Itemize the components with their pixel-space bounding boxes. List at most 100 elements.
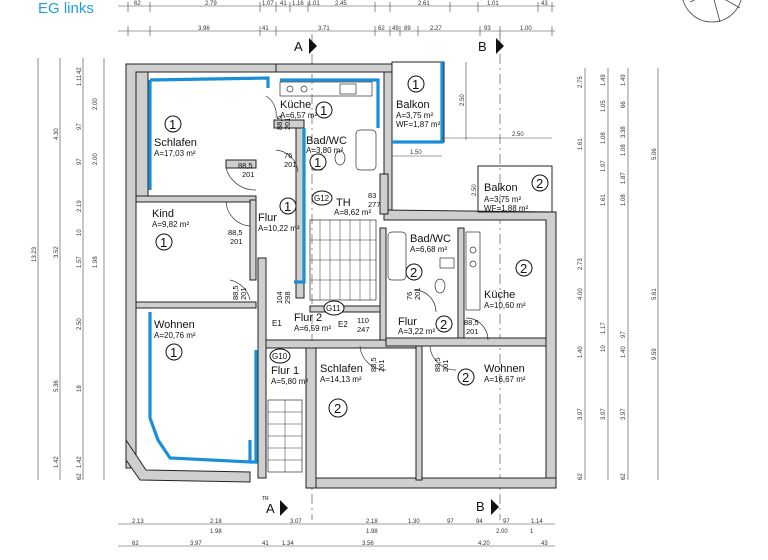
svg-text:3.52: 3.52 — [54, 246, 60, 258]
svg-text:1.97: 1.97 — [601, 160, 607, 172]
svg-text:3.38: 3.38 — [621, 126, 627, 138]
svg-text:A=16,67 m²: A=16,67 m² — [484, 375, 526, 384]
svg-text:3.97: 3.97 — [190, 541, 202, 547]
svg-text:201: 201 — [413, 287, 422, 300]
svg-text:41: 41 — [262, 26, 269, 32]
kitchen-1-counter — [279, 81, 373, 97]
svg-text:62: 62 — [578, 473, 584, 480]
svg-text:1: 1 — [314, 155, 321, 170]
svg-text:3.97: 3.97 — [601, 408, 607, 420]
svg-text:1: 1 — [170, 345, 177, 360]
section-b-bottom: B — [476, 499, 485, 514]
svg-text:Flur: Flur — [258, 212, 277, 224]
svg-text:Kind: Kind — [152, 208, 174, 220]
svg-text:Balkon: Balkon — [396, 99, 430, 111]
bottom-dimension-chain: 2.13 2.18 3.07 2.18 1.30 97 94 97 1.14 1… — [118, 519, 555, 547]
svg-text:1: 1 — [169, 117, 176, 132]
kitchen-2-counter — [465, 231, 481, 311]
svg-text:97: 97 — [621, 331, 627, 338]
svg-text:TR: TR — [262, 496, 269, 502]
svg-text:1.16: 1.16 — [292, 1, 304, 7]
svg-text:2: 2 — [440, 317, 447, 332]
svg-text:1.08: 1.08 — [621, 144, 627, 156]
svg-text:1: 1 — [530, 529, 534, 535]
room-kueche-2: 2 Küche A=10,60 m² — [484, 259, 533, 310]
svg-text:1.07: 1.07 — [262, 1, 274, 7]
svg-text:1.49: 1.49 — [601, 74, 607, 86]
svg-text:G10: G10 — [272, 352, 288, 361]
exterior-walls — [125, 61, 557, 489]
svg-text:76: 76 — [284, 151, 292, 160]
svg-text:2: 2 — [520, 261, 527, 276]
svg-text:1: 1 — [160, 235, 167, 250]
svg-text:1.98: 1.98 — [366, 529, 378, 535]
svg-text:2.50: 2.50 — [512, 132, 524, 138]
svg-text:1.17: 1.17 — [601, 322, 607, 334]
svg-text:G12: G12 — [314, 194, 330, 203]
svg-text:201: 201 — [441, 359, 450, 372]
svg-text:18: 18 — [77, 385, 83, 392]
door-swings — [225, 95, 489, 371]
room-flur-b: Flur A=3,22 m² 2 — [398, 315, 453, 336]
svg-text:A=5,80 m²: A=5,80 m² — [271, 377, 308, 386]
svg-text:Balkon: Balkon — [484, 182, 518, 194]
svg-text:1.57: 1.57 — [77, 256, 83, 268]
svg-text:201: 201 — [466, 327, 479, 336]
svg-text:A=20,76 m²: A=20,76 m² — [154, 331, 196, 340]
svg-text:9.59: 9.59 — [652, 348, 658, 360]
svg-text:2.50: 2.50 — [472, 184, 478, 196]
svg-text:88,5: 88,5 — [228, 228, 243, 237]
svg-text:A=3,80 m²: A=3,80 m² — [306, 146, 343, 155]
svg-text:88,5: 88,5 — [275, 115, 284, 130]
svg-text:1.14: 1.14 — [531, 519, 543, 525]
svg-text:Flur 2: Flur 2 — [294, 312, 322, 324]
right-dimension-chain: 5.06 5.61 9.59 2.75 1.61 2.73 4.00 1.40 … — [578, 68, 659, 480]
svg-text:247: 247 — [357, 325, 370, 334]
svg-text:5.06: 5.06 — [652, 148, 658, 160]
svg-text:3.97: 3.97 — [578, 408, 584, 420]
left-dimension-chain: 13.23 4.30 3.52 5.36 1.42 1.11 2.00 2.00… — [32, 58, 105, 480]
svg-text:Schlafen: Schlafen — [320, 363, 363, 375]
svg-text:1: 1 — [320, 103, 327, 118]
svg-text:49: 49 — [392, 26, 399, 32]
room-wohnen-2: 2 Wohnen A=16,67 m² — [457, 363, 526, 386]
svg-text:41: 41 — [262, 541, 269, 547]
svg-text:1.30: 1.30 — [408, 519, 420, 525]
svg-text:4.30: 4.30 — [54, 128, 60, 140]
svg-text:E1: E1 — [272, 319, 282, 328]
svg-text:97: 97 — [77, 158, 83, 165]
room-th: TH A=8,62 m² — [334, 197, 371, 217]
svg-text:Flur 1: Flur 1 — [271, 365, 299, 377]
room-schlafen-1: 1 Schlafen A=17,03 m² — [154, 115, 197, 158]
svg-text:104: 104 — [275, 291, 284, 304]
bath-2-fixtures — [387, 231, 455, 294]
svg-text:2.73: 2.73 — [578, 258, 584, 270]
svg-text:110: 110 — [357, 316, 369, 325]
svg-text:62: 62 — [378, 26, 385, 32]
svg-text:3.97: 3.97 — [621, 408, 627, 420]
svg-text:76: 76 — [405, 292, 414, 300]
svg-text:A=6,68 m²: A=6,68 m² — [410, 245, 447, 254]
svg-text:1: 1 — [284, 199, 291, 214]
svg-text:201: 201 — [377, 359, 386, 372]
svg-text:Bad/WC: Bad/WC — [306, 135, 347, 147]
svg-text:A=10,22 m²: A=10,22 m² — [258, 224, 300, 233]
svg-text:1.40: 1.40 — [621, 346, 627, 358]
svg-text:Flur: Flur — [398, 316, 417, 328]
svg-text:201: 201 — [239, 287, 248, 300]
svg-text:1.50: 1.50 — [410, 150, 422, 156]
svg-text:2: 2 — [410, 265, 417, 280]
room-badwc-2: Bad/WC A=6,68 m² 2 — [405, 233, 451, 281]
svg-text:E2: E2 — [338, 320, 348, 329]
svg-text:88,5: 88,5 — [238, 161, 253, 170]
room-badwc-1: Bad/WC A=3,80 m² 1 — [306, 135, 347, 171]
svg-text:1.61: 1.61 — [578, 138, 584, 150]
svg-text:88,5: 88,5 — [231, 285, 240, 300]
svg-text:2: 2 — [334, 401, 341, 416]
svg-text:1.05: 1.05 — [601, 100, 607, 112]
svg-text:2: 2 — [536, 176, 543, 191]
svg-text:3.71: 3.71 — [318, 26, 330, 32]
svg-text:1.01: 1.01 — [308, 1, 320, 7]
svg-text:62: 62 — [132, 541, 139, 547]
svg-text:2.18: 2.18 — [366, 519, 378, 525]
